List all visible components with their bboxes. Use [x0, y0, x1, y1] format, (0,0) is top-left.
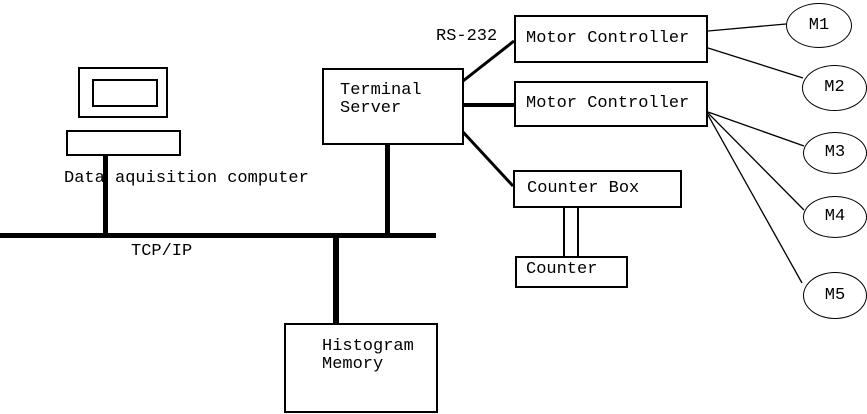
motor-controller-1-box: Motor Controller	[514, 15, 708, 63]
terminal-server-label-line2: Server	[340, 99, 402, 118]
motor-m3-ellipse: M3	[803, 132, 867, 174]
histogram-memory-label-line1: Histogram	[322, 337, 414, 356]
motor-m1-ellipse: M1	[786, 3, 852, 48]
motor-m5-label: M5	[824, 285, 846, 305]
motor-controller-1-label: Motor Controller	[526, 29, 690, 48]
motor-controller-2-label: Motor Controller	[526, 94, 690, 113]
rs232-label: RS-232	[436, 27, 498, 46]
mc2-m5-line	[707, 114, 803, 284]
motor-m3-label: M3	[824, 143, 846, 162]
counter-box-link-line	[461, 130, 515, 188]
counter-box-label: Counter Box	[527, 179, 640, 198]
mc2-m4-line	[707, 112, 805, 211]
computer-keyboard-icon	[66, 130, 181, 156]
computer-screen-icon	[92, 79, 158, 107]
motor-m2-ellipse: M2	[802, 65, 867, 111]
counter-label: Counter	[526, 260, 598, 279]
motor-controller-2-box: Motor Controller	[514, 81, 708, 127]
motor-m1-label: M1	[808, 15, 830, 35]
motor-m2-label: M2	[824, 78, 845, 97]
motor-m4-ellipse: M4	[803, 196, 867, 238]
tcpip-label: TCP/IP	[131, 242, 193, 261]
terminal-server-box: Terminal Server	[322, 68, 464, 145]
motor-m5-ellipse: M5	[803, 272, 867, 319]
computer-caption: Data aquisition computer	[64, 169, 309, 188]
counter-box-lower: Counter	[515, 256, 628, 288]
histogram-memory-label-line2: Memory	[322, 355, 384, 374]
mc1-m2-line	[707, 47, 804, 79]
counter-box: Counter Box	[513, 170, 682, 208]
mc1-m1-line	[707, 23, 787, 32]
motor-m4-label: M4	[824, 207, 846, 226]
mc2-m3-line	[707, 111, 805, 147]
histogram-memory-box: Histogram Memory	[284, 323, 438, 413]
terminal-server-label-line1: Terminal	[340, 81, 422, 100]
rs232-link-line	[462, 39, 515, 83]
